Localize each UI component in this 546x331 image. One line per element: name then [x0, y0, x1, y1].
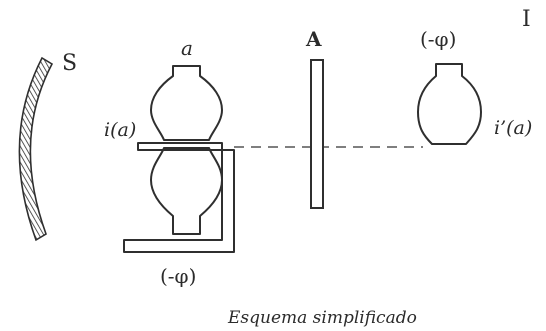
image-left-label: i(a) [104, 119, 136, 141]
source-label: S [62, 51, 77, 76]
bracket-holder [123, 142, 235, 253]
object-label: a [181, 36, 193, 60]
diagram-caption: Esquema simplificado [227, 308, 417, 328]
object-vase-lower [150, 147, 223, 235]
image-phi-label: (-φ) [420, 27, 456, 51]
corner-label: I [522, 7, 531, 32]
screen-label: A [305, 27, 322, 51]
screen-plate [310, 59, 324, 209]
curved-mirror-source [18, 56, 54, 242]
bracket-phi-label: (-φ) [160, 264, 196, 288]
image-right-label: i’(a) [494, 117, 532, 139]
object-vase-upper [150, 65, 223, 141]
image-vase [417, 63, 482, 145]
